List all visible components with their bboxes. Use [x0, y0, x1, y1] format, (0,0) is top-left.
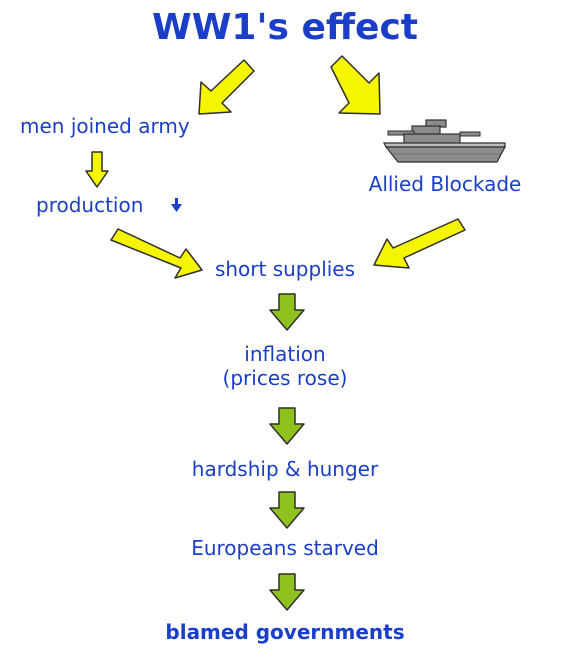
node-inflation: inflation (prices rose): [170, 342, 400, 390]
node-men-joined-army: men joined army: [20, 114, 190, 138]
node-production: production: [36, 193, 144, 217]
arrow-blockade-to-short: [373, 218, 466, 269]
node-inflation-line2: (prices rose): [222, 366, 348, 390]
arrow-short-to-inflation: [269, 293, 305, 331]
node-short-supplies: short supplies: [214, 257, 356, 281]
down-arrow-icon: [171, 198, 182, 212]
node-europeans-starved: Europeans starved: [191, 536, 379, 560]
arrow-inflation-to-hardship: [269, 407, 305, 445]
warship-icon: [383, 119, 506, 163]
page-title: WW1's effect: [152, 7, 418, 48]
node-blamed-governments: blamed governments: [165, 620, 405, 644]
arrow-europeans-to-blamed: [269, 573, 305, 611]
node-inflation-line1: inflation: [244, 342, 326, 366]
arrow-production-to-short: [110, 228, 203, 279]
arrow-title-to-blockade: [330, 55, 381, 115]
arrow-title-to-men: [198, 59, 255, 115]
node-allied-blockade: Allied Blockade: [368, 172, 522, 196]
node-hardship-hunger: hardship & hunger: [191, 457, 379, 481]
arrow-hardship-to-europeans: [269, 491, 305, 529]
arrow-men-to-production: [85, 151, 109, 188]
